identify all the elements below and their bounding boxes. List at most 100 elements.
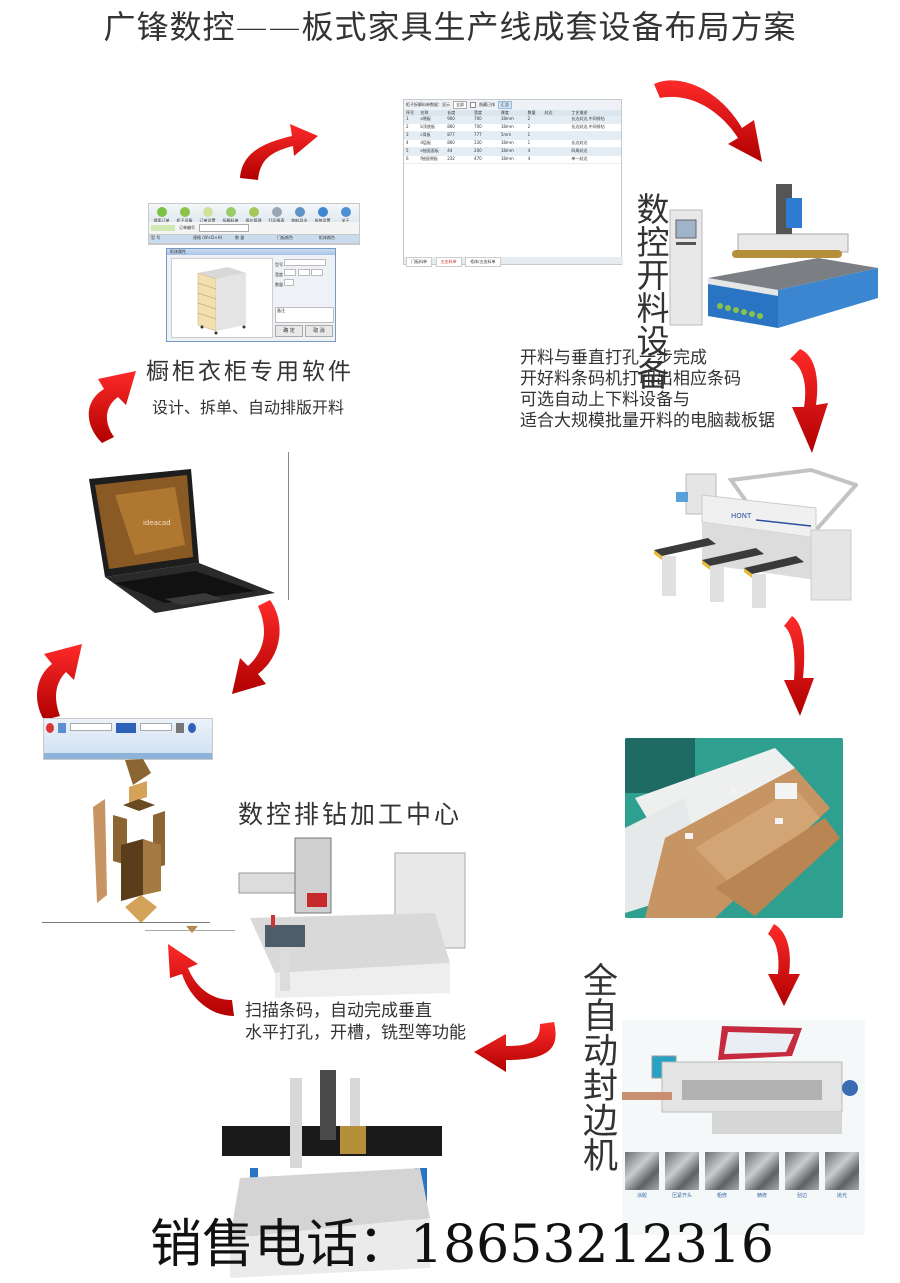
edge-banding-panel: 涂胶 压紧齐头 粗修 精修 刮边 抛光 [622, 1020, 865, 1235]
tab-door-list[interactable]: 门板料单 [406, 257, 432, 267]
tab-cabinet-hardware-list[interactable]: 柜体/五金料单 [465, 257, 501, 267]
dialog-ok-button[interactable]: 确 定 [275, 325, 303, 337]
table-cell: 4 [527, 156, 531, 161]
dialog-cancel-button[interactable]: 取 消 [305, 325, 333, 337]
table-cell: 4 [406, 140, 409, 145]
table-cell: 18mm [500, 148, 514, 153]
app-icon[interactable] [46, 723, 54, 733]
table-cell [543, 156, 570, 163]
process-thumb: 精修 [745, 1152, 779, 1199]
fine-trim-thumb [745, 1152, 779, 1190]
help-icon[interactable] [188, 723, 196, 733]
hide-checkbox[interactable] [470, 102, 476, 108]
contact-phone[interactable]: 18653212316 [410, 1215, 774, 1275]
toolbar-button-order-settings[interactable]: 订单设置 [197, 207, 218, 224]
process-thumb: 压紧齐头 [665, 1152, 699, 1199]
search-order-icon [156, 207, 167, 217]
parts-table-header: 序号 名称 长度 宽度 厚度 数量 封边 工艺描述 [404, 110, 621, 116]
height-input[interactable] [310, 269, 323, 276]
saw-brand-label: HONT [731, 512, 752, 520]
toolbar-button-split-list[interactable]: 拆解料单 [220, 207, 241, 224]
table-cell: 232 [447, 156, 455, 161]
table-cell: b顶底板 [420, 124, 435, 129]
table-cell: 44 [447, 148, 453, 153]
edge-banding-label: 全自动封边机 [577, 962, 617, 1172]
size-input[interactable] [140, 723, 172, 731]
rough-trim-thumb [705, 1152, 739, 1190]
table-cell: 860 [447, 124, 455, 129]
depth-input[interactable] [297, 269, 310, 276]
clock-icon [202, 207, 213, 217]
person-icon[interactable] [176, 723, 184, 733]
arrow-down-icon [790, 349, 828, 453]
table-cell: 330 [474, 140, 482, 145]
table-cell: 3 [406, 132, 409, 137]
arrow-curved-up-right-icon [240, 124, 318, 180]
table-cell: c背板 [420, 132, 431, 137]
cabinet-list-header: 型 号 规格 (W×D×H) 数 量 门板颜色 柜体颜色 [148, 234, 360, 244]
arrow-down-icon [784, 616, 814, 716]
cutting-machine-label: 数控开料设备 [631, 192, 670, 390]
arrow-curved-up-left-icon [168, 944, 234, 1016]
table-cell: 18mm [500, 156, 514, 161]
dialog-title: 柜体属性 [167, 249, 335, 255]
dialog-fields: 型号 宽度 数量 [275, 259, 327, 289]
software-toolbar: 搜索订单 柜子设备 订单设置 拆解料单 报价管理 打印报表 物料导出 系统设置 … [149, 204, 359, 225]
drawer-cabinet-icon [197, 267, 246, 335]
process-thumb: 刮边 [785, 1152, 819, 1199]
table-cell: 长边封边 [571, 140, 588, 145]
table-cell: e抽面面板 [420, 148, 439, 153]
table-cell: 777 [474, 132, 482, 137]
table-cell [543, 124, 570, 131]
toolbar-button-search-order[interactable]: 搜索订单 [151, 207, 172, 224]
summary-button[interactable]: 汇总 [498, 101, 512, 109]
material-select[interactable] [70, 723, 112, 731]
table-cell [543, 116, 570, 123]
table-cell: 900 [447, 116, 455, 121]
design-software-ribbon [43, 718, 213, 760]
laptop-screen-text: ideacad [143, 519, 171, 527]
cabinet-preview [171, 258, 273, 338]
width-input[interactable] [284, 269, 297, 276]
table-cell: 2 [406, 124, 409, 129]
table-cell: 200 [474, 148, 482, 153]
table-cell: 1 [527, 140, 531, 145]
toolbar-button-print[interactable]: 打印报表 [266, 207, 287, 224]
toolbar-button-settings[interactable]: 系统设置 [312, 207, 333, 224]
table-cell: d层板 [420, 140, 431, 145]
table-cell: a侧板 [420, 116, 431, 121]
cut-boards-photo [625, 738, 843, 918]
order-number-input[interactable] [199, 224, 249, 232]
toolbar-button-cabinet[interactable]: 柜子设备 [174, 207, 195, 224]
quantity-input[interactable] [284, 279, 295, 286]
table-cell [543, 140, 570, 147]
table-cell: 1 [527, 132, 531, 137]
toolbar-button-quote[interactable]: 报价管理 [243, 207, 264, 224]
table-cell: 18mm [500, 140, 514, 145]
model-select[interactable] [284, 259, 327, 266]
order-dropdown[interactable] [151, 225, 175, 231]
tab-hardware-list[interactable]: 五金料单 [435, 257, 462, 267]
table-cell [543, 132, 570, 139]
toolbar-button-export[interactable]: 物料导出 [289, 207, 310, 224]
toolbar-button-about[interactable]: 关于 [335, 207, 356, 224]
display-select[interactable]: 全部 [453, 101, 467, 109]
process-thumb: 涂胶 [625, 1152, 659, 1199]
page-title: 广锋数控——板式家具生产线成套设备布局方案 [103, 8, 797, 46]
divider-line [288, 452, 289, 600]
note-textarea[interactable]: 备注 [275, 307, 334, 323]
table-cell: 2 [527, 116, 531, 121]
new-icon[interactable] [58, 723, 66, 733]
module-button[interactable] [116, 723, 136, 733]
ribbon-tabs [44, 753, 212, 759]
software-heading: 橱柜衣柜专用软件 [146, 359, 354, 385]
help-icon [340, 207, 351, 217]
floor-line [42, 922, 210, 923]
